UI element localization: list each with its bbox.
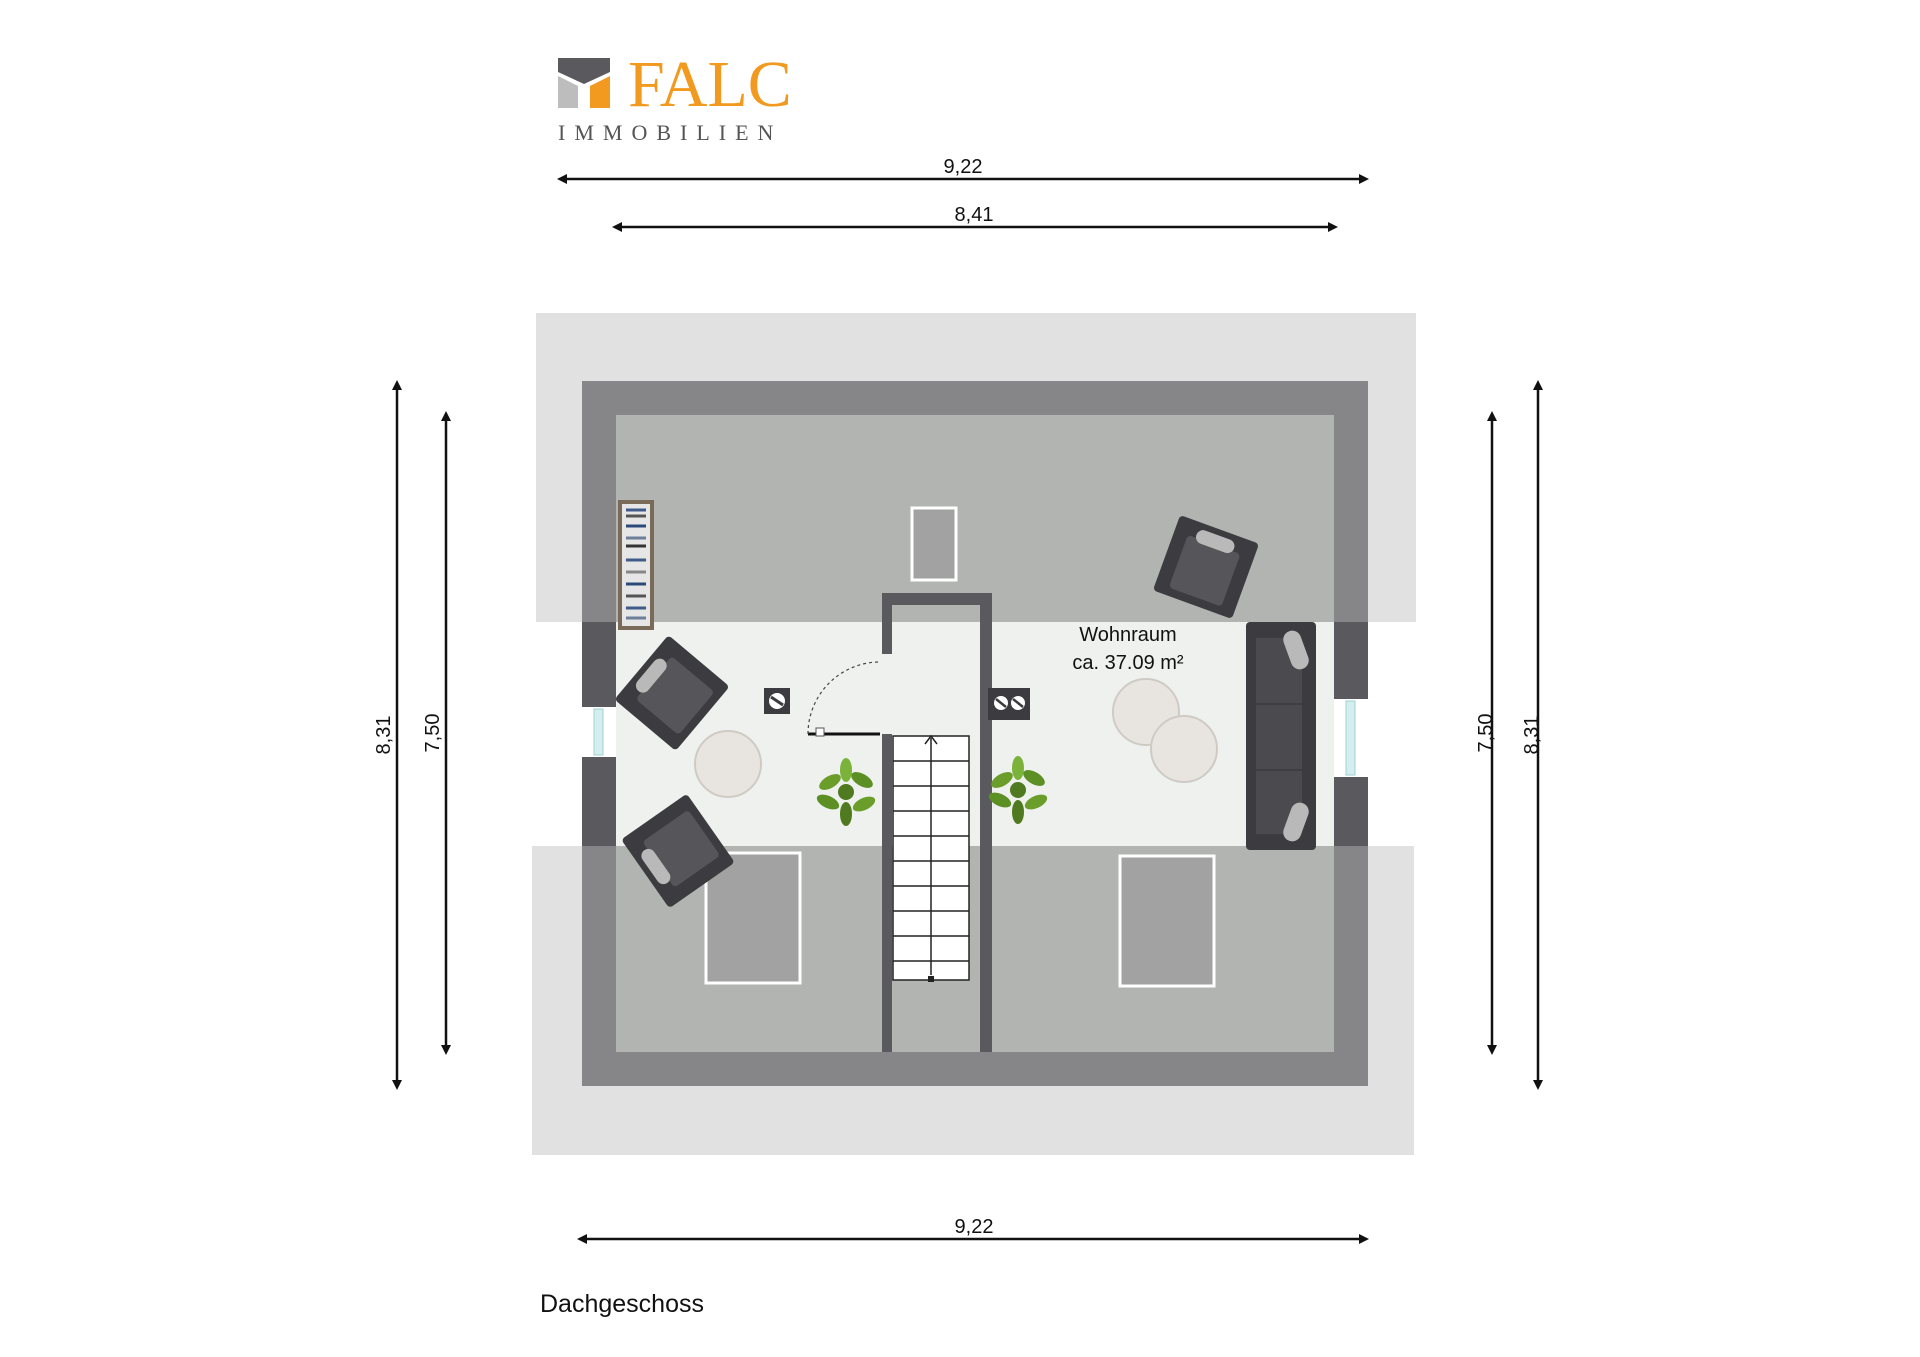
armchair-top-right [1153,516,1259,618]
bookshelf [618,500,654,630]
roof-slope-upper [536,313,1416,622]
appliance-left-icon [764,688,790,714]
dim-right-inner: 7,50 [1475,714,1497,753]
dim-top-inner: 8,41 [955,204,994,226]
room-name: Wohnraum [1079,624,1176,646]
room-area: ca. 37.09 m² [1072,652,1184,674]
stair-wall-left [882,593,892,1052]
round-table-left [694,730,762,798]
stair-arrow-icon [924,734,938,745]
round-table-right-2 [1150,715,1218,783]
stair-gap [882,654,892,734]
stair-end-marker [928,976,934,982]
dim-right-outer: 8,31 [1521,716,1543,755]
falc-logo: FALC IMMOBILIEN [558,48,792,145]
stair-wall-top [882,593,990,605]
skylight-lower-left [704,851,802,985]
armchair-left-lower [622,795,734,907]
dim-top-outer: 9,22 [944,156,983,178]
stair-wall-right [980,593,992,1052]
window-left [582,707,616,757]
house-roof-icon [558,58,610,108]
skylight-lower-right [1118,854,1216,988]
dim-left-outer: 8,31 [373,716,395,755]
skylight-top [910,506,958,582]
staircase [892,735,970,981]
sofa [1246,622,1316,850]
logo-name: FALC [628,48,792,121]
dimension-labels: 9,22 8,41 9,22 8,31 7,50 7,50 8,31 [373,156,1543,1238]
floor-label: Dachgeschoss [540,1290,704,1318]
dim-left-inner: 7,50 [422,714,444,753]
armchair-left-upper [615,636,729,750]
plant-right-icon [988,756,1048,824]
plant-left-icon [816,758,876,826]
dim-bottom: 9,22 [955,1216,994,1238]
appliance-right-icon [988,688,1030,720]
window-right [1334,699,1368,777]
door-swing [807,661,881,737]
dimension-lines [392,174,1543,1244]
logo-subtitle: IMMOBILIEN [558,120,782,145]
